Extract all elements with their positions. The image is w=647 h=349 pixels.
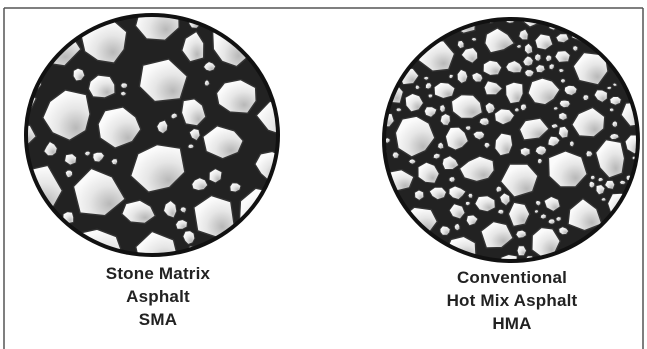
hma-stone	[468, 193, 473, 198]
hma-stone	[559, 100, 570, 108]
hma-stone	[557, 253, 569, 266]
hma-stone	[516, 45, 521, 49]
sma-stone	[230, 183, 241, 192]
hma-stone	[440, 114, 450, 126]
hma-stone	[597, 233, 602, 238]
hma-stone	[496, 186, 502, 192]
hma-stone	[548, 151, 587, 187]
hma-stone	[486, 9, 491, 16]
hma-stone	[559, 112, 568, 120]
sma-cross-section	[5, 0, 309, 274]
sma-stone	[121, 91, 127, 96]
sma-stone	[121, 83, 128, 89]
hma-stone	[457, 69, 468, 83]
hma-stone	[561, 79, 566, 84]
hma-stone	[540, 214, 546, 220]
hma-stone	[589, 181, 595, 188]
sma-stone	[203, 12, 214, 23]
hma-stone	[535, 54, 542, 62]
hma-stone	[553, 107, 558, 111]
hma-stone	[615, 58, 622, 65]
hma-stone	[562, 21, 568, 26]
hma-stone	[534, 210, 538, 214]
sma-stone	[176, 220, 188, 230]
sma-stone	[135, 0, 179, 40]
hma-stone	[538, 159, 543, 164]
hma-stone	[590, 236, 597, 244]
hma-stone	[376, 101, 383, 109]
hma-cross-section	[368, 0, 647, 275]
hma-caption-line-2: Hot Mix Asphalt	[392, 289, 632, 312]
hma-stone	[555, 51, 571, 63]
hma-stone	[471, 38, 476, 42]
sma-stone	[84, 151, 90, 156]
hma-stone	[401, 50, 414, 58]
hma-caption-line-3: HMA	[392, 312, 632, 335]
hma-stone	[440, 104, 446, 112]
hma-stone	[465, 126, 471, 131]
hma-stone	[612, 121, 618, 128]
hma-stone	[516, 230, 527, 238]
hma-stone	[601, 198, 606, 202]
hma-caption-line-1: Conventional	[392, 266, 632, 289]
hma-stone	[392, 152, 399, 158]
hma-stone	[556, 217, 561, 222]
hma-stone	[613, 83, 617, 87]
hma-stone	[517, 246, 527, 256]
hma-stone	[368, 126, 382, 138]
hma-stone	[586, 151, 593, 157]
hma-stone	[549, 64, 554, 70]
hma-stone	[610, 108, 614, 112]
sma-caption-line-1: Stone Matrix	[38, 262, 278, 285]
sma-stone	[265, 68, 277, 83]
hma-stone	[610, 50, 615, 56]
hma-stone	[446, 236, 476, 261]
hma-stone	[520, 147, 530, 156]
hma-stone	[440, 226, 450, 236]
hma-stone	[396, 108, 402, 112]
hma-stone	[610, 97, 622, 106]
hma-stone	[570, 141, 575, 147]
sma-caption: Stone Matrix Asphalt SMA	[38, 262, 278, 331]
hma-stone	[433, 153, 440, 159]
hma-stone	[603, 227, 613, 236]
sma-caption-line-2: Asphalt	[38, 285, 278, 308]
hma-stone	[465, 201, 470, 206]
hma-stone	[425, 83, 431, 90]
hma-stone	[498, 209, 504, 214]
hma-stone	[548, 219, 555, 225]
hma-stone	[619, 180, 626, 185]
hma-stone	[607, 86, 612, 89]
hma-stone	[409, 159, 417, 164]
hma-stone	[525, 70, 535, 77]
sma-stone	[111, 159, 118, 165]
hma-stone	[432, 30, 437, 34]
hma-stone	[573, 46, 578, 52]
hma-stone	[583, 95, 589, 101]
hma-stone	[477, 10, 484, 16]
hma-stone	[449, 74, 453, 78]
hma-caption: Conventional Hot Mix Asphalt HMA	[392, 266, 632, 335]
hma-stone	[595, 36, 606, 45]
sma-stone	[65, 170, 72, 178]
hma-stone	[494, 3, 508, 15]
hma-stone	[598, 177, 603, 181]
hma-stone	[449, 177, 455, 183]
hma-stone	[545, 55, 551, 61]
hma-stone	[609, 133, 619, 139]
hma-stone	[551, 124, 558, 129]
sma-stone	[254, 54, 267, 65]
hma-stone	[559, 69, 564, 73]
hma-stone	[428, 94, 433, 98]
hma-stone	[454, 223, 460, 231]
hma-stone	[506, 82, 523, 103]
hma-stone	[515, 108, 520, 112]
sma-stone	[188, 144, 194, 149]
hma-stone	[423, 76, 429, 80]
hma-stone	[590, 175, 595, 180]
sma-caption-line-3: SMA	[38, 308, 278, 331]
hma-stone	[386, 201, 399, 211]
